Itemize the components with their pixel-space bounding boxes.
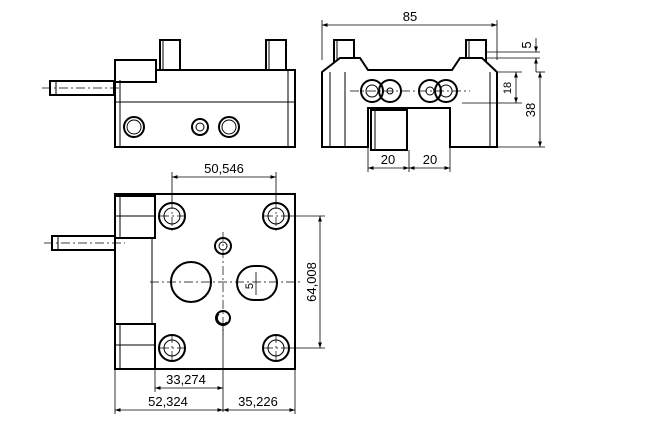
- dim-20-left: 20: [381, 152, 395, 167]
- side-hole-1: [123, 116, 145, 138]
- side-view: [42, 39, 296, 148]
- dim-slot-5: 5: [244, 283, 256, 289]
- dimension-lines: [114, 20, 545, 414]
- front-slider: [370, 109, 408, 151]
- dim-20-right: 20: [423, 152, 437, 167]
- side-hole-3: [218, 116, 240, 138]
- dim-52-324: 52,324: [148, 394, 188, 409]
- plan-block-top: [114, 195, 156, 239]
- dim-5: 5: [519, 41, 534, 48]
- dim-18: 18: [502, 82, 514, 94]
- plan-block-bottom: [114, 323, 156, 370]
- dim-33-274: 33,274: [166, 372, 206, 387]
- slide-block: [114, 59, 157, 83]
- front-hole-1: [360, 79, 384, 103]
- front-body: [321, 57, 498, 148]
- side-hole-2: [191, 118, 209, 136]
- plan-slot: [236, 265, 278, 301]
- dim-50-546: 50,546: [204, 161, 244, 176]
- plan-view: [44, 193, 300, 370]
- dim-85: 85: [403, 9, 417, 24]
- dim-64-008: 64,008: [304, 262, 319, 302]
- dimension-labels: 85 5 18 38 20 20 50,546 64,008 5 33,274 …: [148, 9, 538, 409]
- front-view: [321, 39, 498, 151]
- dim-35-226: 35,226: [238, 394, 278, 409]
- dim-38: 38: [523, 103, 538, 117]
